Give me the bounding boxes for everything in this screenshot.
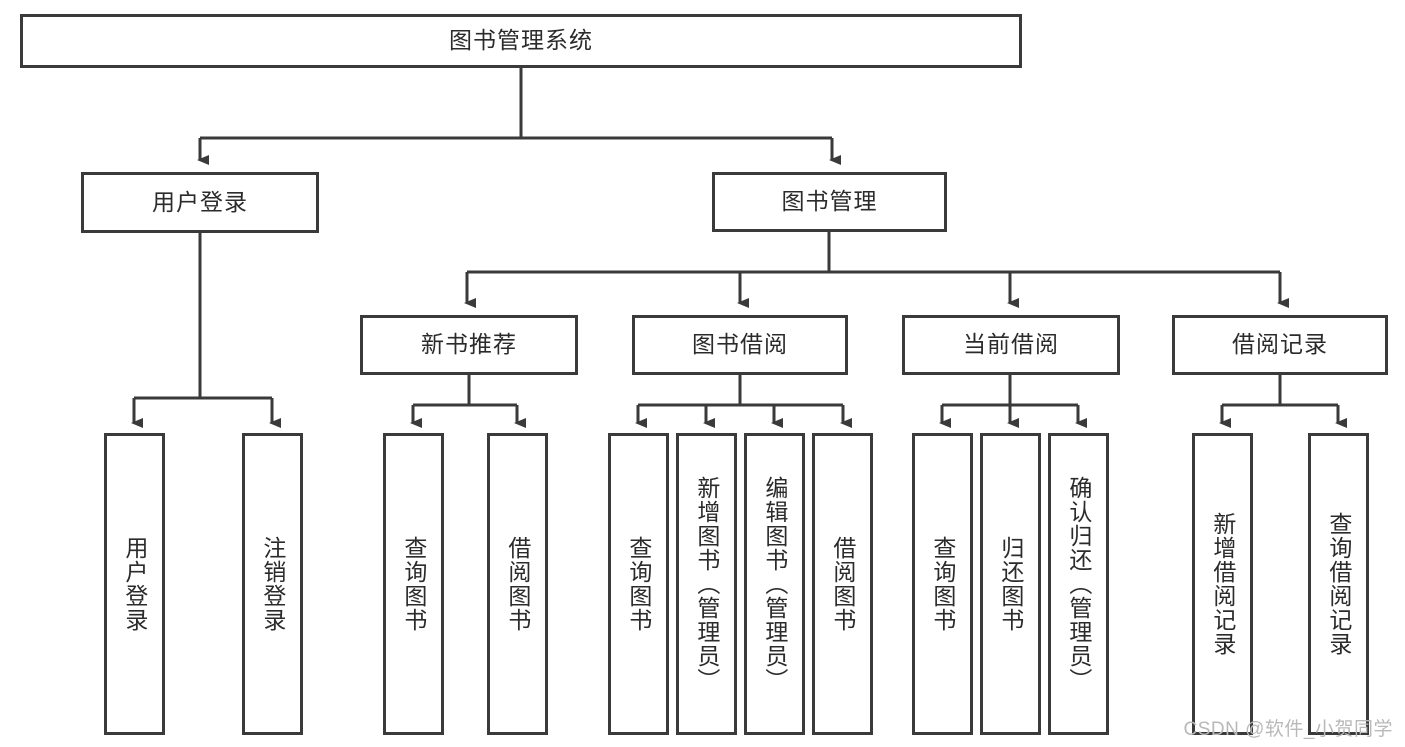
leaf-query-book-recommend[interactable]: 查询图书 bbox=[383, 433, 444, 735]
csdn-watermark: CSDN @软件_小贺同学 bbox=[1183, 719, 1393, 740]
node-label: 新增图书（管理员） bbox=[693, 476, 720, 692]
leaf-return-book[interactable]: 归还图书 bbox=[980, 433, 1041, 735]
leaf-query-borrow-record[interactable]: 查询借阅记录 bbox=[1308, 433, 1369, 735]
node-label: 注销登录 bbox=[259, 536, 286, 632]
leaf-add-borrow-record[interactable]: 新增借阅记录 bbox=[1192, 433, 1253, 735]
node-label: 确认归还（管理员） bbox=[1065, 476, 1092, 692]
node-label: 图书管理 bbox=[781, 188, 878, 215]
node-label: 查询图书 bbox=[929, 536, 956, 632]
node-new-book-recommend[interactable]: 新书推荐 bbox=[360, 315, 578, 375]
leaf-borrow-book-recommend[interactable]: 借阅图书 bbox=[487, 433, 548, 735]
node-root-system[interactable]: 图书管理系统 bbox=[20, 14, 1022, 68]
node-book-manage[interactable]: 图书管理 bbox=[712, 172, 947, 232]
node-label: 借阅记录 bbox=[1232, 331, 1328, 358]
leaf-query-book-borrow[interactable]: 查询图书 bbox=[608, 433, 669, 735]
leaf-borrow-book[interactable]: 借阅图书 bbox=[812, 433, 873, 735]
node-label: 查询图书 bbox=[400, 536, 427, 632]
node-label: 新增借阅记录 bbox=[1209, 512, 1236, 656]
node-label: 用户登录 bbox=[121, 536, 148, 632]
node-label: 借阅图书 bbox=[504, 536, 531, 632]
node-label: 图书管理系统 bbox=[449, 27, 593, 54]
node-book-borrow[interactable]: 图书借阅 bbox=[632, 315, 848, 375]
node-label: 当前借阅 bbox=[963, 331, 1059, 358]
node-user-login[interactable]: 用户登录 bbox=[81, 172, 319, 233]
node-label: 新书推荐 bbox=[421, 331, 517, 358]
node-label: 图书借阅 bbox=[692, 331, 788, 358]
leaf-confirm-return-admin[interactable]: 确认归还（管理员） bbox=[1048, 433, 1109, 735]
node-label: 查询借阅记录 bbox=[1325, 512, 1352, 656]
node-borrow-record[interactable]: 借阅记录 bbox=[1172, 315, 1388, 375]
leaf-add-book-admin[interactable]: 新增图书（管理员） bbox=[676, 433, 737, 735]
node-label: 借阅图书 bbox=[829, 536, 856, 632]
node-current-borrow[interactable]: 当前借阅 bbox=[902, 315, 1120, 375]
leaf-query-book-current[interactable]: 查询图书 bbox=[912, 433, 973, 735]
leaf-edit-book-admin[interactable]: 编辑图书（管理员） bbox=[744, 433, 805, 735]
node-label: 编辑图书（管理员） bbox=[761, 476, 788, 692]
node-label: 归还图书 bbox=[997, 536, 1024, 632]
node-label: 用户登录 bbox=[152, 188, 248, 215]
leaf-logout[interactable]: 注销登录 bbox=[242, 433, 303, 735]
node-label: 查询图书 bbox=[625, 536, 652, 632]
leaf-user-login[interactable]: 用户登录 bbox=[104, 433, 165, 735]
